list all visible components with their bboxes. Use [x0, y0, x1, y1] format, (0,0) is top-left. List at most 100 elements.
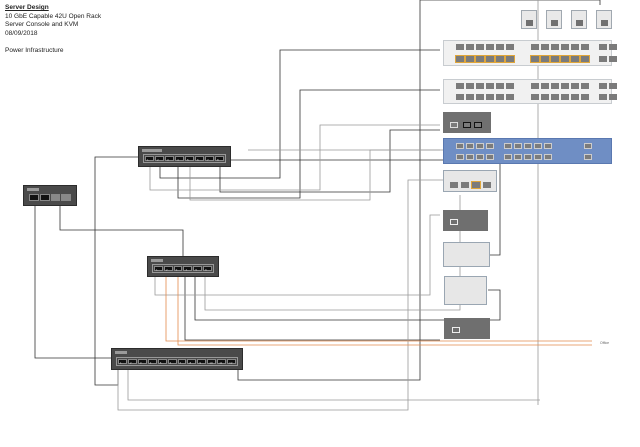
- port[interactable]: [514, 143, 522, 149]
- port[interactable]: [476, 154, 484, 160]
- outlet[interactable]: 2: [127, 359, 137, 365]
- port[interactable]: [531, 94, 539, 100]
- port[interactable]: [486, 94, 494, 100]
- outlet[interactable]: [39, 194, 50, 201]
- port[interactable]: [486, 143, 494, 149]
- port[interactable]: [544, 143, 552, 149]
- outlet[interactable]: 10: [207, 359, 217, 365]
- port[interactable]: [456, 143, 464, 149]
- port[interactable]: [465, 55, 475, 63]
- port[interactable]: 4: [175, 156, 184, 162]
- port[interactable]: [506, 83, 514, 89]
- outlet[interactable]: 6: [167, 359, 177, 365]
- port[interactable]: [599, 94, 607, 100]
- outlet[interactable]: 9: [197, 359, 207, 365]
- port[interactable]: 6: [195, 156, 204, 162]
- server-node[interactable]: [521, 10, 537, 29]
- port[interactable]: 3: [165, 156, 174, 162]
- port[interactable]: [551, 44, 559, 50]
- port[interactable]: [609, 44, 617, 50]
- port[interactable]: [541, 83, 549, 89]
- outlet[interactable]: 5: [157, 359, 167, 365]
- port[interactable]: [524, 143, 532, 149]
- port[interactable]: [456, 44, 464, 50]
- port[interactable]: [514, 154, 522, 160]
- pdu-small[interactable]: 1 2 3 4 5 6: [147, 256, 219, 277]
- outlet[interactable]: 3: [137, 359, 147, 365]
- port[interactable]: [584, 154, 592, 160]
- port[interactable]: [581, 44, 589, 50]
- port[interactable]: [581, 83, 589, 89]
- port[interactable]: [456, 154, 464, 160]
- port[interactable]: [456, 83, 464, 89]
- switch-panel-2[interactable]: [443, 79, 617, 104]
- outlet[interactable]: [61, 194, 71, 201]
- port[interactable]: [570, 55, 580, 63]
- port[interactable]: [486, 44, 494, 50]
- port[interactable]: [599, 44, 607, 50]
- port[interactable]: 2: [155, 156, 164, 162]
- port[interactable]: [475, 55, 485, 63]
- port[interactable]: [561, 94, 569, 100]
- pdu-large[interactable]: 1 2 3 4 5 6 7 8 9 10 11 12: [111, 348, 243, 370]
- port[interactable]: [571, 83, 579, 89]
- port[interactable]: 1: [145, 156, 154, 162]
- outlet[interactable]: 6: [203, 266, 212, 272]
- port[interactable]: [551, 94, 559, 100]
- device-box[interactable]: [444, 318, 490, 339]
- port[interactable]: [504, 154, 512, 160]
- ups-device[interactable]: [23, 185, 77, 206]
- port[interactable]: [504, 143, 512, 149]
- port[interactable]: [531, 44, 539, 50]
- port[interactable]: [540, 55, 550, 63]
- port[interactable]: [496, 94, 504, 100]
- port[interactable]: 5: [185, 156, 194, 162]
- port[interactable]: [551, 83, 559, 89]
- port[interactable]: [571, 94, 579, 100]
- port[interactable]: [456, 94, 464, 100]
- port[interactable]: [599, 83, 607, 89]
- port[interactable]: [560, 55, 570, 63]
- kvm-device[interactable]: [443, 112, 491, 133]
- port[interactable]: [571, 44, 579, 50]
- port[interactable]: [486, 83, 494, 89]
- port[interactable]: [609, 83, 617, 89]
- port[interactable]: [466, 83, 474, 89]
- port[interactable]: [561, 44, 569, 50]
- port[interactable]: [476, 94, 484, 100]
- switch-panel-1[interactable]: [443, 40, 617, 66]
- port[interactable]: [495, 55, 505, 63]
- port[interactable]: [466, 44, 474, 50]
- outlet[interactable]: 2: [163, 266, 173, 272]
- outlet[interactable]: [29, 194, 39, 201]
- port[interactable]: [534, 154, 542, 160]
- port[interactable]: [506, 44, 514, 50]
- port[interactable]: [524, 154, 532, 160]
- outlet[interactable]: 11: [217, 359, 227, 365]
- server-node[interactable]: [546, 10, 562, 29]
- port[interactable]: [485, 55, 495, 63]
- outlet[interactable]: 1: [154, 266, 163, 272]
- outlet[interactable]: 5: [193, 266, 203, 272]
- port[interactable]: [530, 55, 540, 63]
- server-node[interactable]: [571, 10, 587, 29]
- port[interactable]: [486, 154, 494, 160]
- port[interactable]: [466, 154, 474, 160]
- port[interactable]: [581, 94, 589, 100]
- port[interactable]: [609, 56, 617, 62]
- port[interactable]: [584, 143, 592, 149]
- port[interactable]: [609, 94, 617, 100]
- port[interactable]: [541, 94, 549, 100]
- port[interactable]: [599, 56, 607, 62]
- port[interactable]: [550, 55, 560, 63]
- port[interactable]: [496, 83, 504, 89]
- outlet[interactable]: [50, 194, 61, 201]
- outlet[interactable]: 4: [147, 359, 157, 365]
- port[interactable]: [505, 55, 515, 63]
- port[interactable]: [455, 55, 465, 63]
- blue-switch[interactable]: [443, 138, 612, 164]
- outlet[interactable]: 8: [187, 359, 197, 365]
- outlet[interactable]: 4: [183, 266, 193, 272]
- port[interactable]: [476, 83, 484, 89]
- storage-chassis[interactable]: [444, 276, 487, 305]
